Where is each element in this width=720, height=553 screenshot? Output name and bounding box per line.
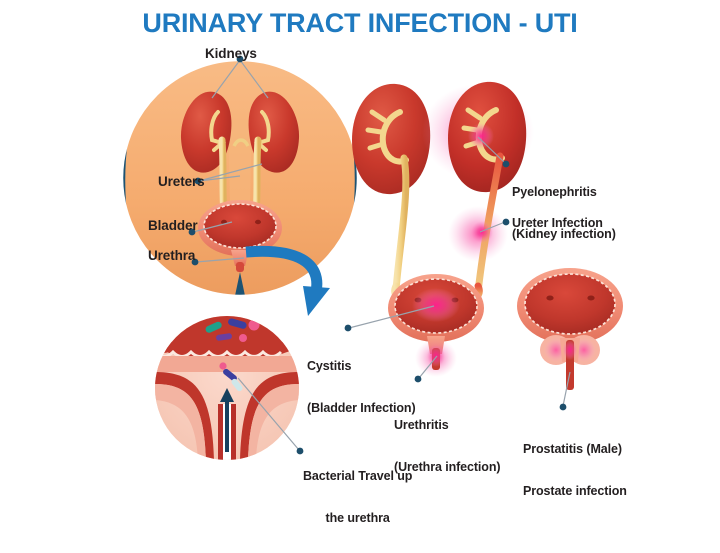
label-kidneys: Kidneys <box>205 46 257 61</box>
label-cystitis-line2: (Bladder Infection) <box>307 401 416 415</box>
dot-urethra <box>191 258 199 266</box>
prostate-callout-line <box>562 371 571 407</box>
main-circle-callout-dots <box>188 55 244 266</box>
label-prostatitis-line2: Prostate infection <box>523 484 627 498</box>
label-prostatitis: Prostatitis (Male) Prostate infection <box>523 414 627 526</box>
label-pyelonephritis-line1: Pyelonephritis <box>512 185 597 199</box>
label-bacterial-line1: Bacterial Travel up <box>303 469 413 483</box>
dot-pyelonephritis <box>502 160 510 168</box>
right-kidney-callout-lines <box>477 136 506 233</box>
label-pyelonephritis-line2: (Kidney infection) <box>512 227 616 241</box>
label-ureters: Ureters <box>158 174 205 189</box>
page-title: URINARY TRACT INFECTION - UTI <box>142 8 578 38</box>
label-bacterial-travel: Bacterial Travel up the urethra <box>303 441 412 553</box>
dot-ureters <box>194 177 202 185</box>
label-bladder: Bladder <box>148 218 198 233</box>
infected-bladder-figure <box>388 274 484 377</box>
label-cystitis-line1: Cystitis <box>307 359 352 373</box>
dot-bladder <box>188 228 196 236</box>
detail-cross-section-circle <box>155 316 299 460</box>
male-prostate-bladder-figure <box>517 268 623 390</box>
label-ureter-infection: Ureter Infection <box>512 216 603 230</box>
label-pyelonephritis: Pyelonephritis (Kidney infection) <box>512 157 616 269</box>
detail-callout-line <box>237 377 300 451</box>
main-circle-callout-lines <box>192 59 269 263</box>
label-cystitis: Cystitis (Bladder Infection) <box>307 331 416 443</box>
healthy-kidney-figure <box>352 83 431 294</box>
label-prostatitis-line1: Prostatitis (Male) <box>523 442 622 456</box>
dot-kidneys <box>236 55 244 63</box>
dot-urethritis <box>414 375 422 383</box>
blue-curved-arrow <box>245 245 330 316</box>
label-urethritis-line2: (Urethra infection) <box>394 460 501 474</box>
label-bacterial-line2: the urethra <box>325 511 390 525</box>
label-urethra: Urethra <box>148 248 196 263</box>
label-urethritis-line1: Urethritis <box>394 418 449 432</box>
dot-prostatitis <box>559 403 567 411</box>
bladder-callout-lines <box>348 305 438 379</box>
dot-ureter-infection <box>502 218 510 226</box>
diagram-artwork <box>120 55 623 460</box>
main-anatomy-circle <box>120 58 360 298</box>
label-urethritis: Urethritis (Urethra infection) <box>394 390 501 502</box>
dot-bacterial-travel <box>296 447 304 455</box>
dot-cystitis <box>344 324 352 332</box>
uti-infographic: URINARY TRACT INFECTION - UTI <box>120 8 627 525</box>
